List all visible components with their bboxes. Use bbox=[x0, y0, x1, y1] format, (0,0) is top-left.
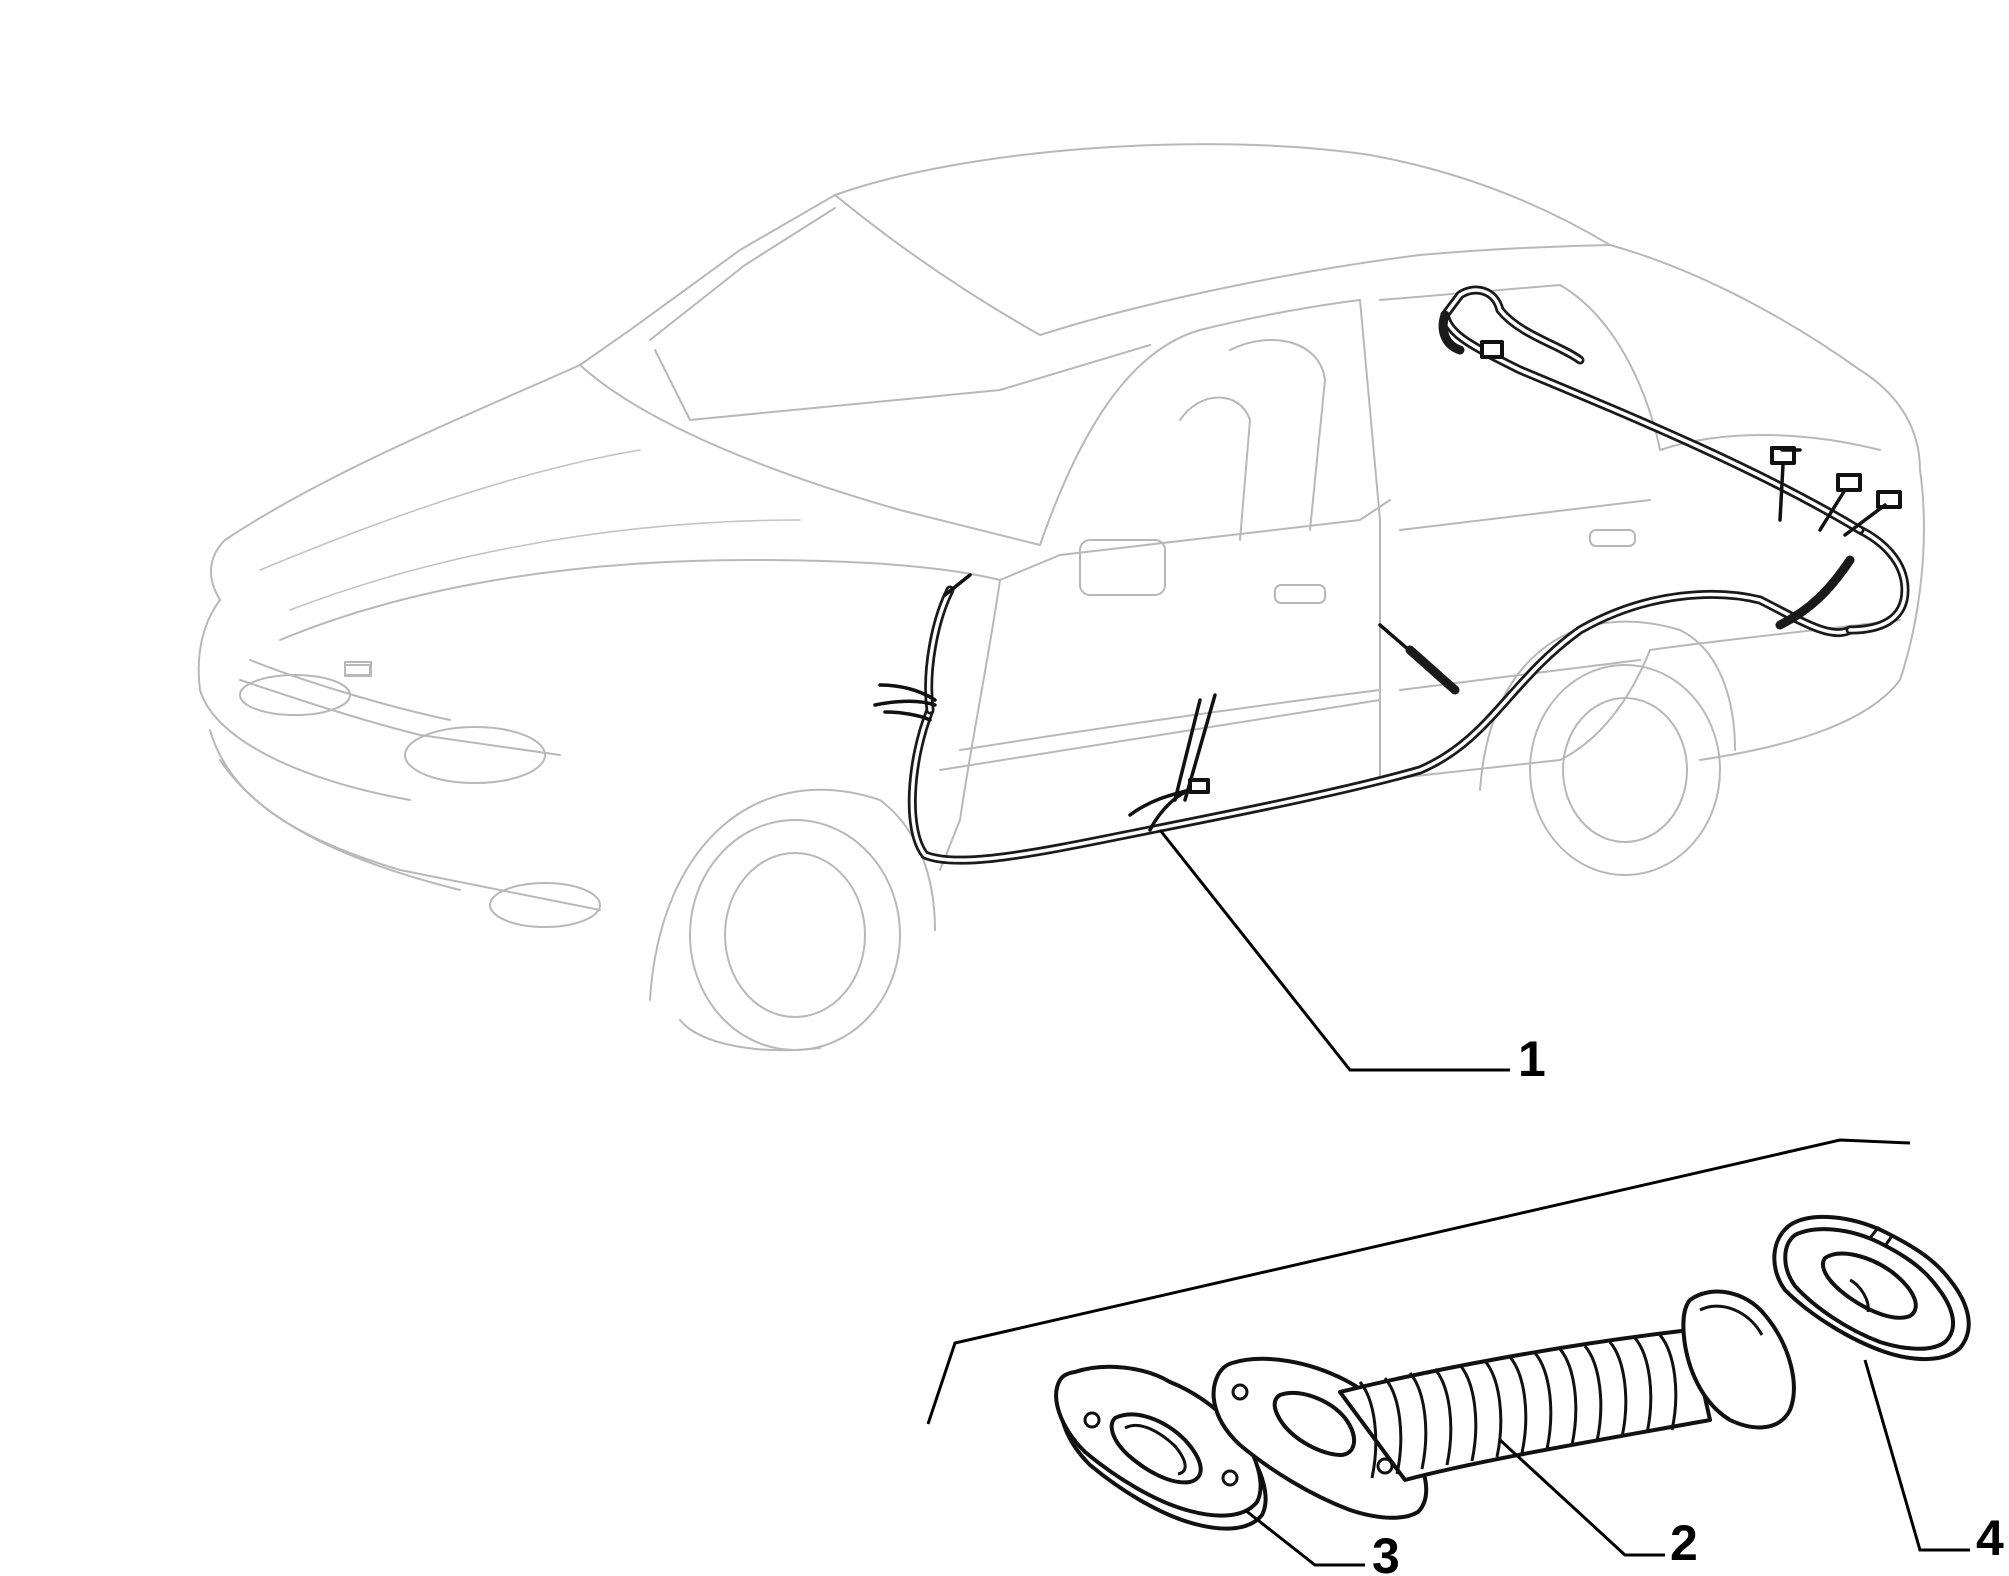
part-2-corrugated-boot bbox=[1211, 1289, 1796, 1520]
car-windshield bbox=[579, 194, 836, 366]
connector-d bbox=[1876, 490, 1902, 509]
car-roof bbox=[834, 143, 1611, 246]
car-front-wheel bbox=[689, 819, 901, 1051]
part-3-grommet-plate bbox=[1054, 1364, 1268, 1531]
leader-line-4 bbox=[1863, 1359, 1970, 1552]
car-hood bbox=[209, 364, 581, 601]
panel-outline bbox=[926, 1138, 1911, 1425]
wiring-harness bbox=[873, 285, 1910, 865]
callout-number-1: 1 bbox=[1518, 1031, 1546, 1087]
harness-upper-run bbox=[1440, 310, 1865, 535]
car-rear-wheel bbox=[1529, 664, 1721, 876]
car-side-mirror bbox=[1079, 539, 1166, 596]
leader-line-1 bbox=[1158, 829, 1510, 1072]
connector-a bbox=[1480, 340, 1504, 359]
part-4-oval-grommet bbox=[1772, 1215, 1971, 1361]
callout-number-4: 4 bbox=[1976, 1510, 2004, 1566]
harness-drop bbox=[1775, 555, 1855, 630]
connector-c bbox=[1836, 473, 1862, 492]
exploded-parts-panel: 1 2 3 4 bbox=[926, 829, 2004, 1576]
leader-line-3 bbox=[1244, 1508, 1365, 1567]
callout-number-3: 3 bbox=[1372, 1528, 1400, 1576]
callout-number-2: 2 bbox=[1670, 1515, 1698, 1571]
car-front-fascia bbox=[197, 599, 411, 801]
car-illustration bbox=[197, 143, 1925, 1052]
leader-line-2 bbox=[1498, 1438, 1665, 1557]
car-front-door bbox=[1039, 299, 1361, 546]
